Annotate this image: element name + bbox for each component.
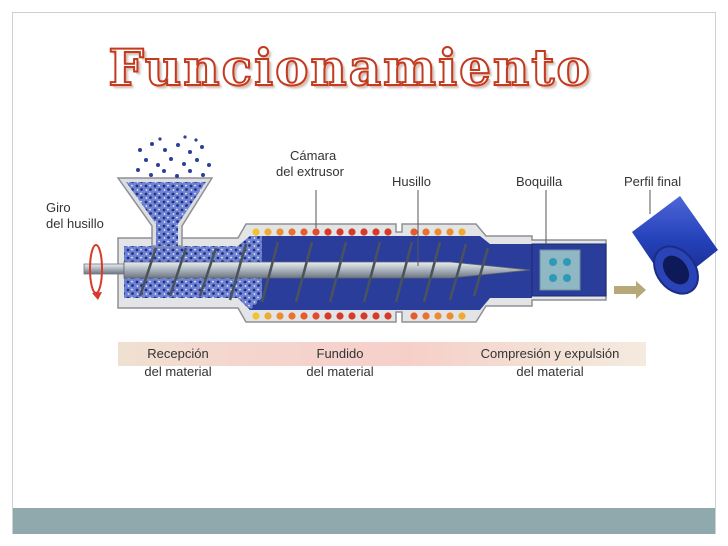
screw-core	[123, 261, 531, 279]
falling-pellets	[136, 135, 211, 178]
label-perfil-final: Perfil final	[624, 174, 681, 189]
heater-bands-top	[252, 228, 466, 236]
label-camara-line1: Cámara	[290, 148, 337, 163]
screw-flights	[138, 241, 490, 303]
stage-1-line1: Recepción	[147, 346, 208, 361]
heater-bands-bottom	[252, 312, 466, 320]
final-profile-tube	[632, 196, 718, 295]
rotation-arrow-icon	[89, 244, 103, 300]
nozzle	[531, 243, 607, 297]
stage-2-line2: del material	[306, 364, 373, 379]
stage-2-line1: Fundido	[317, 346, 364, 361]
label-husillo: Husillo	[392, 174, 431, 189]
leader-lines	[315, 190, 651, 266]
hopper-pellets	[126, 182, 206, 246]
stage-3-line2: del material	[516, 364, 583, 379]
label-camara-line2: del extrusor	[276, 164, 345, 179]
stage-1-line2: del material	[144, 364, 211, 379]
output-arrow-icon	[614, 281, 646, 299]
label-giro-line2: del husillo	[46, 216, 104, 231]
stage-3-line1: Compresión y expulsión	[481, 346, 620, 361]
slide-footer-bar	[13, 508, 715, 534]
label-boquilla: Boquilla	[516, 174, 563, 189]
stage-band	[118, 342, 646, 366]
slide-title: Funcionamiento	[107, 37, 592, 98]
label-giro-line1: Giro	[46, 200, 71, 215]
